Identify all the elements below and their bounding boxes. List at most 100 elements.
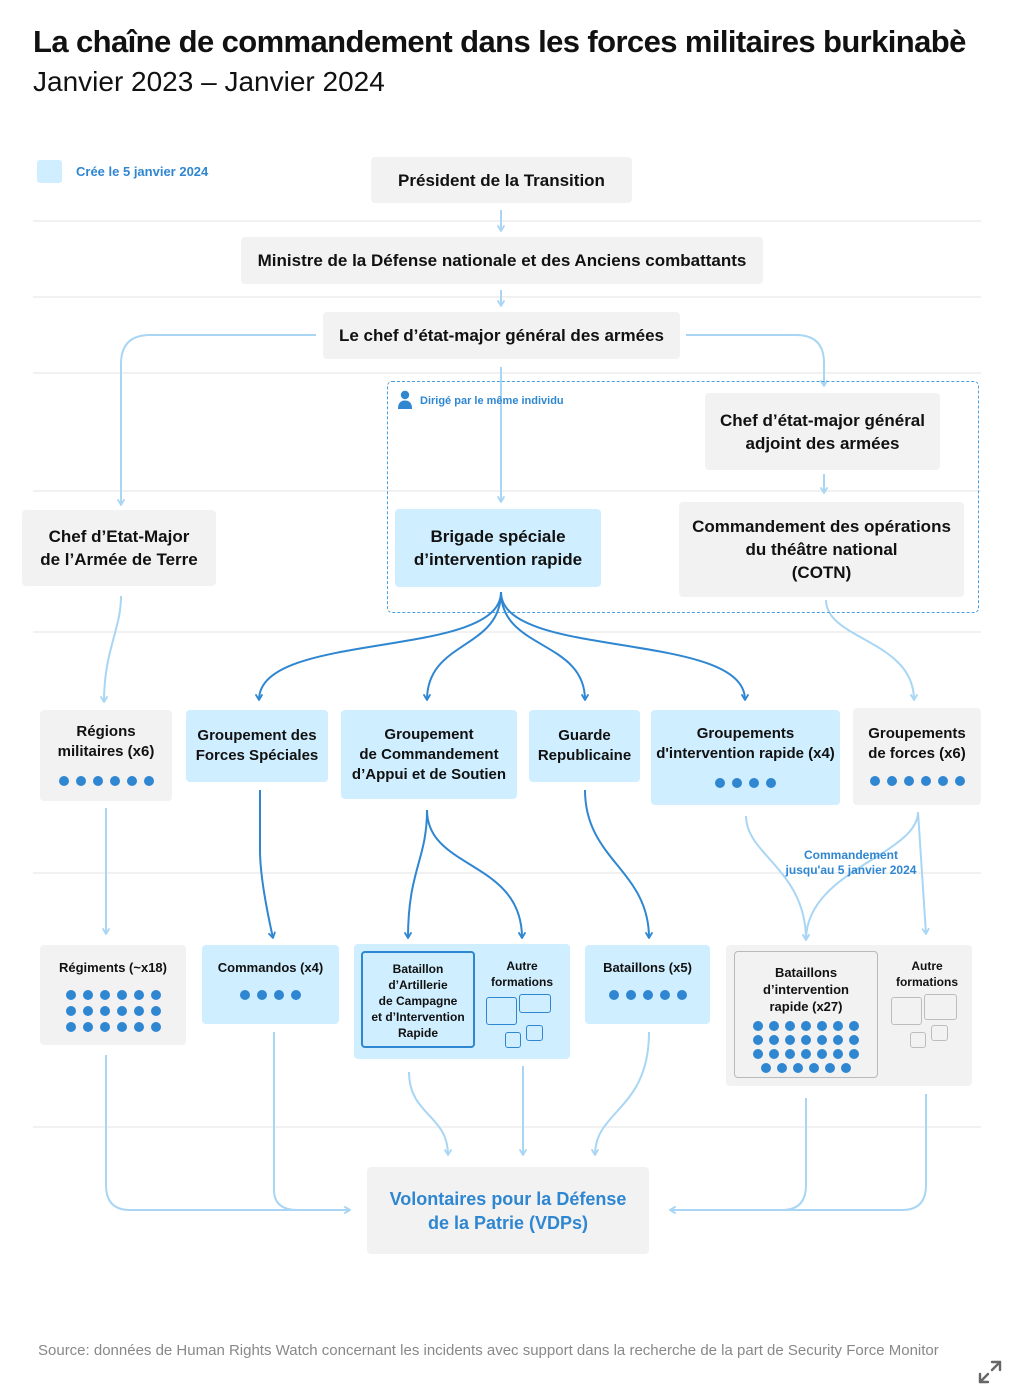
node-gcas-units [354,944,570,1059]
unit-dot [817,1035,827,1045]
unit-dot [833,1049,843,1059]
autres-1-square-small [526,1025,543,1041]
same-individual-group [387,381,979,613]
unit-dot [133,1006,144,1016]
unit-dot [715,778,725,788]
unit-dot [608,990,619,1000]
unit-dot [785,1049,795,1059]
unit-dot [753,1049,763,1059]
unit-dot [749,778,759,788]
unit-dot [274,990,284,1000]
unit-dot [785,1021,795,1031]
node-gf-units [726,945,972,1086]
unit-dot [785,1035,795,1045]
unit-dot [126,776,137,786]
node-cemga: Le chef d’état-major général des armées [323,312,680,359]
autres-1-square-large [486,997,517,1025]
unit-dot [58,776,69,786]
unit-dot [761,1063,771,1073]
unit-dot [801,1035,811,1045]
node-garde: Guarde Republicaine [529,710,640,782]
unit-dot [841,1063,851,1073]
node-gir: Groupements d'intervention rapide (x4) [651,710,840,805]
unit-dot [809,1063,819,1073]
unit-dot [75,776,86,786]
unit-dot [150,1006,161,1016]
unit-dot [849,1049,859,1059]
unit-dot [625,990,636,1000]
node-bsir: Brigade spéciale d’intervention rapide [395,509,601,587]
node-president: Président de la Transition [371,157,632,203]
unit-dot [920,776,931,786]
unit-dot [937,776,948,786]
unit-dot [642,990,653,1000]
regiments-dots [63,990,163,1032]
unit-dot [769,1049,779,1059]
node-bataillons: Bataillons (x5) [585,945,710,1024]
node-autres-1: Autre formations [490,959,553,989]
unit-dot [65,1022,76,1032]
unit-dot [769,1035,779,1045]
unit-dot [817,1049,827,1059]
node-gfs: Groupement des Forces Spéciales [186,710,328,782]
legend-swatch [37,160,62,183]
bir-dots [753,1021,859,1073]
commandos-dots [231,990,311,1000]
page-subtitle: Janvier 2023 – Janvier 2024 [33,66,385,97]
unit-dot [769,1021,779,1031]
unit-dot [886,776,897,786]
autres-2-square-large [891,997,922,1025]
legend-label: Crée le 5 janvier 2024 [76,164,209,179]
unit-dot [143,776,154,786]
node-regions: Régions militaires (x6) [40,710,172,801]
node-regiments: Régiments (~x18) [40,945,186,1045]
unit-dot [65,990,76,1000]
unit-dot [849,1021,859,1031]
unit-dot [116,1022,127,1032]
unit-dot [133,990,144,1000]
gf-dots [867,776,967,786]
node-ministre: Ministre de la Défense nationale et des … [241,237,763,284]
gir-dots [706,778,786,788]
unit-dot [825,1063,835,1073]
unit-dot [833,1035,843,1045]
unit-dot [99,1006,110,1016]
autres-2-square-small [931,1025,948,1041]
light-connectors [100,210,930,1214]
unit-dot [133,1022,144,1032]
node-gcas: Groupement de Commandement d’Appui et de… [341,710,517,799]
node-vdp: Volontaires pour la Défense de la Patrie… [367,1167,649,1254]
autres-2-square-wide [924,994,957,1020]
node-autres-2: Autre formations [895,959,958,989]
unit-dot [659,990,670,1000]
unit-dot [150,990,161,1000]
unit-dot [92,776,103,786]
unit-dot [801,1049,811,1059]
node-bacir: Bataillon d’Artillerie de Campagne et d’… [361,951,475,1048]
node-commandos: Commandos (x4) [202,945,339,1024]
node-cotn: Commandement des opérations du théâtre n… [679,502,964,597]
unit-dot [777,1063,787,1073]
unit-dot [99,1022,110,1032]
unit-dot [793,1063,803,1073]
expand-icon[interactable] [974,1356,1006,1388]
unit-dot [65,1006,76,1016]
unit-dot [766,778,776,788]
unit-dot [291,990,301,1000]
unit-dot [99,990,110,1000]
unit-dot [240,990,250,1000]
same-individual-note: Dirigé par le même individu [420,395,564,407]
unit-dot [954,776,965,786]
unit-dot [903,776,914,786]
unit-dot [109,776,120,786]
unit-dot [82,990,93,1000]
person-icon [398,390,412,409]
unit-dot [116,990,127,1000]
node-cemat: Chef d’Etat-Major de l’Armée de Terre [22,510,216,586]
autres-1-square-wide [519,994,551,1013]
command-until-note: Commandement jusqu'au 5 janvier 2024 [785,848,917,877]
unit-dot [732,778,742,788]
unit-dot [801,1021,811,1031]
unit-dot [849,1035,859,1045]
